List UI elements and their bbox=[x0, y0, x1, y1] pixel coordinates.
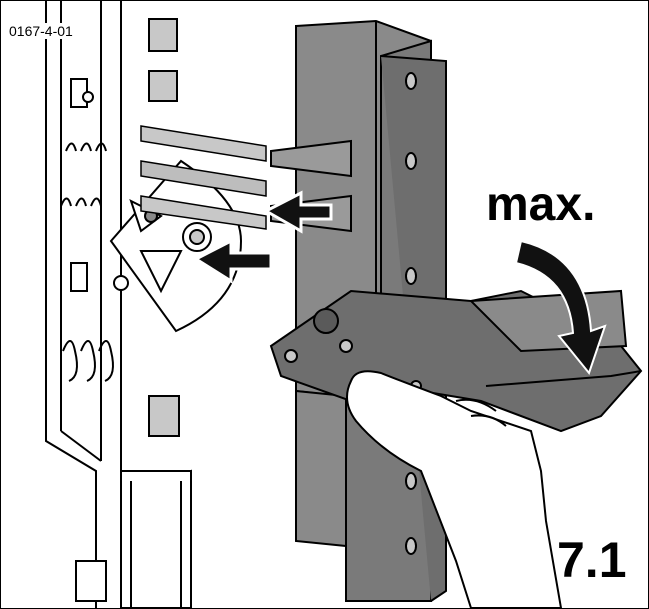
rail-slots bbox=[60, 78, 129, 382]
insertion-arrows bbox=[192, 190, 333, 284]
step-number: 7.1 bbox=[557, 532, 627, 588]
rotary-plate bbox=[109, 159, 243, 333]
guide-bars bbox=[140, 125, 267, 230]
max-label: max. bbox=[486, 178, 596, 231]
back-blocks bbox=[148, 18, 180, 437]
hand bbox=[346, 370, 563, 608]
base-rail bbox=[45, 1, 192, 608]
rotation-arrow bbox=[514, 239, 607, 376]
figure-code: 0167-4-01 bbox=[7, 23, 75, 39]
